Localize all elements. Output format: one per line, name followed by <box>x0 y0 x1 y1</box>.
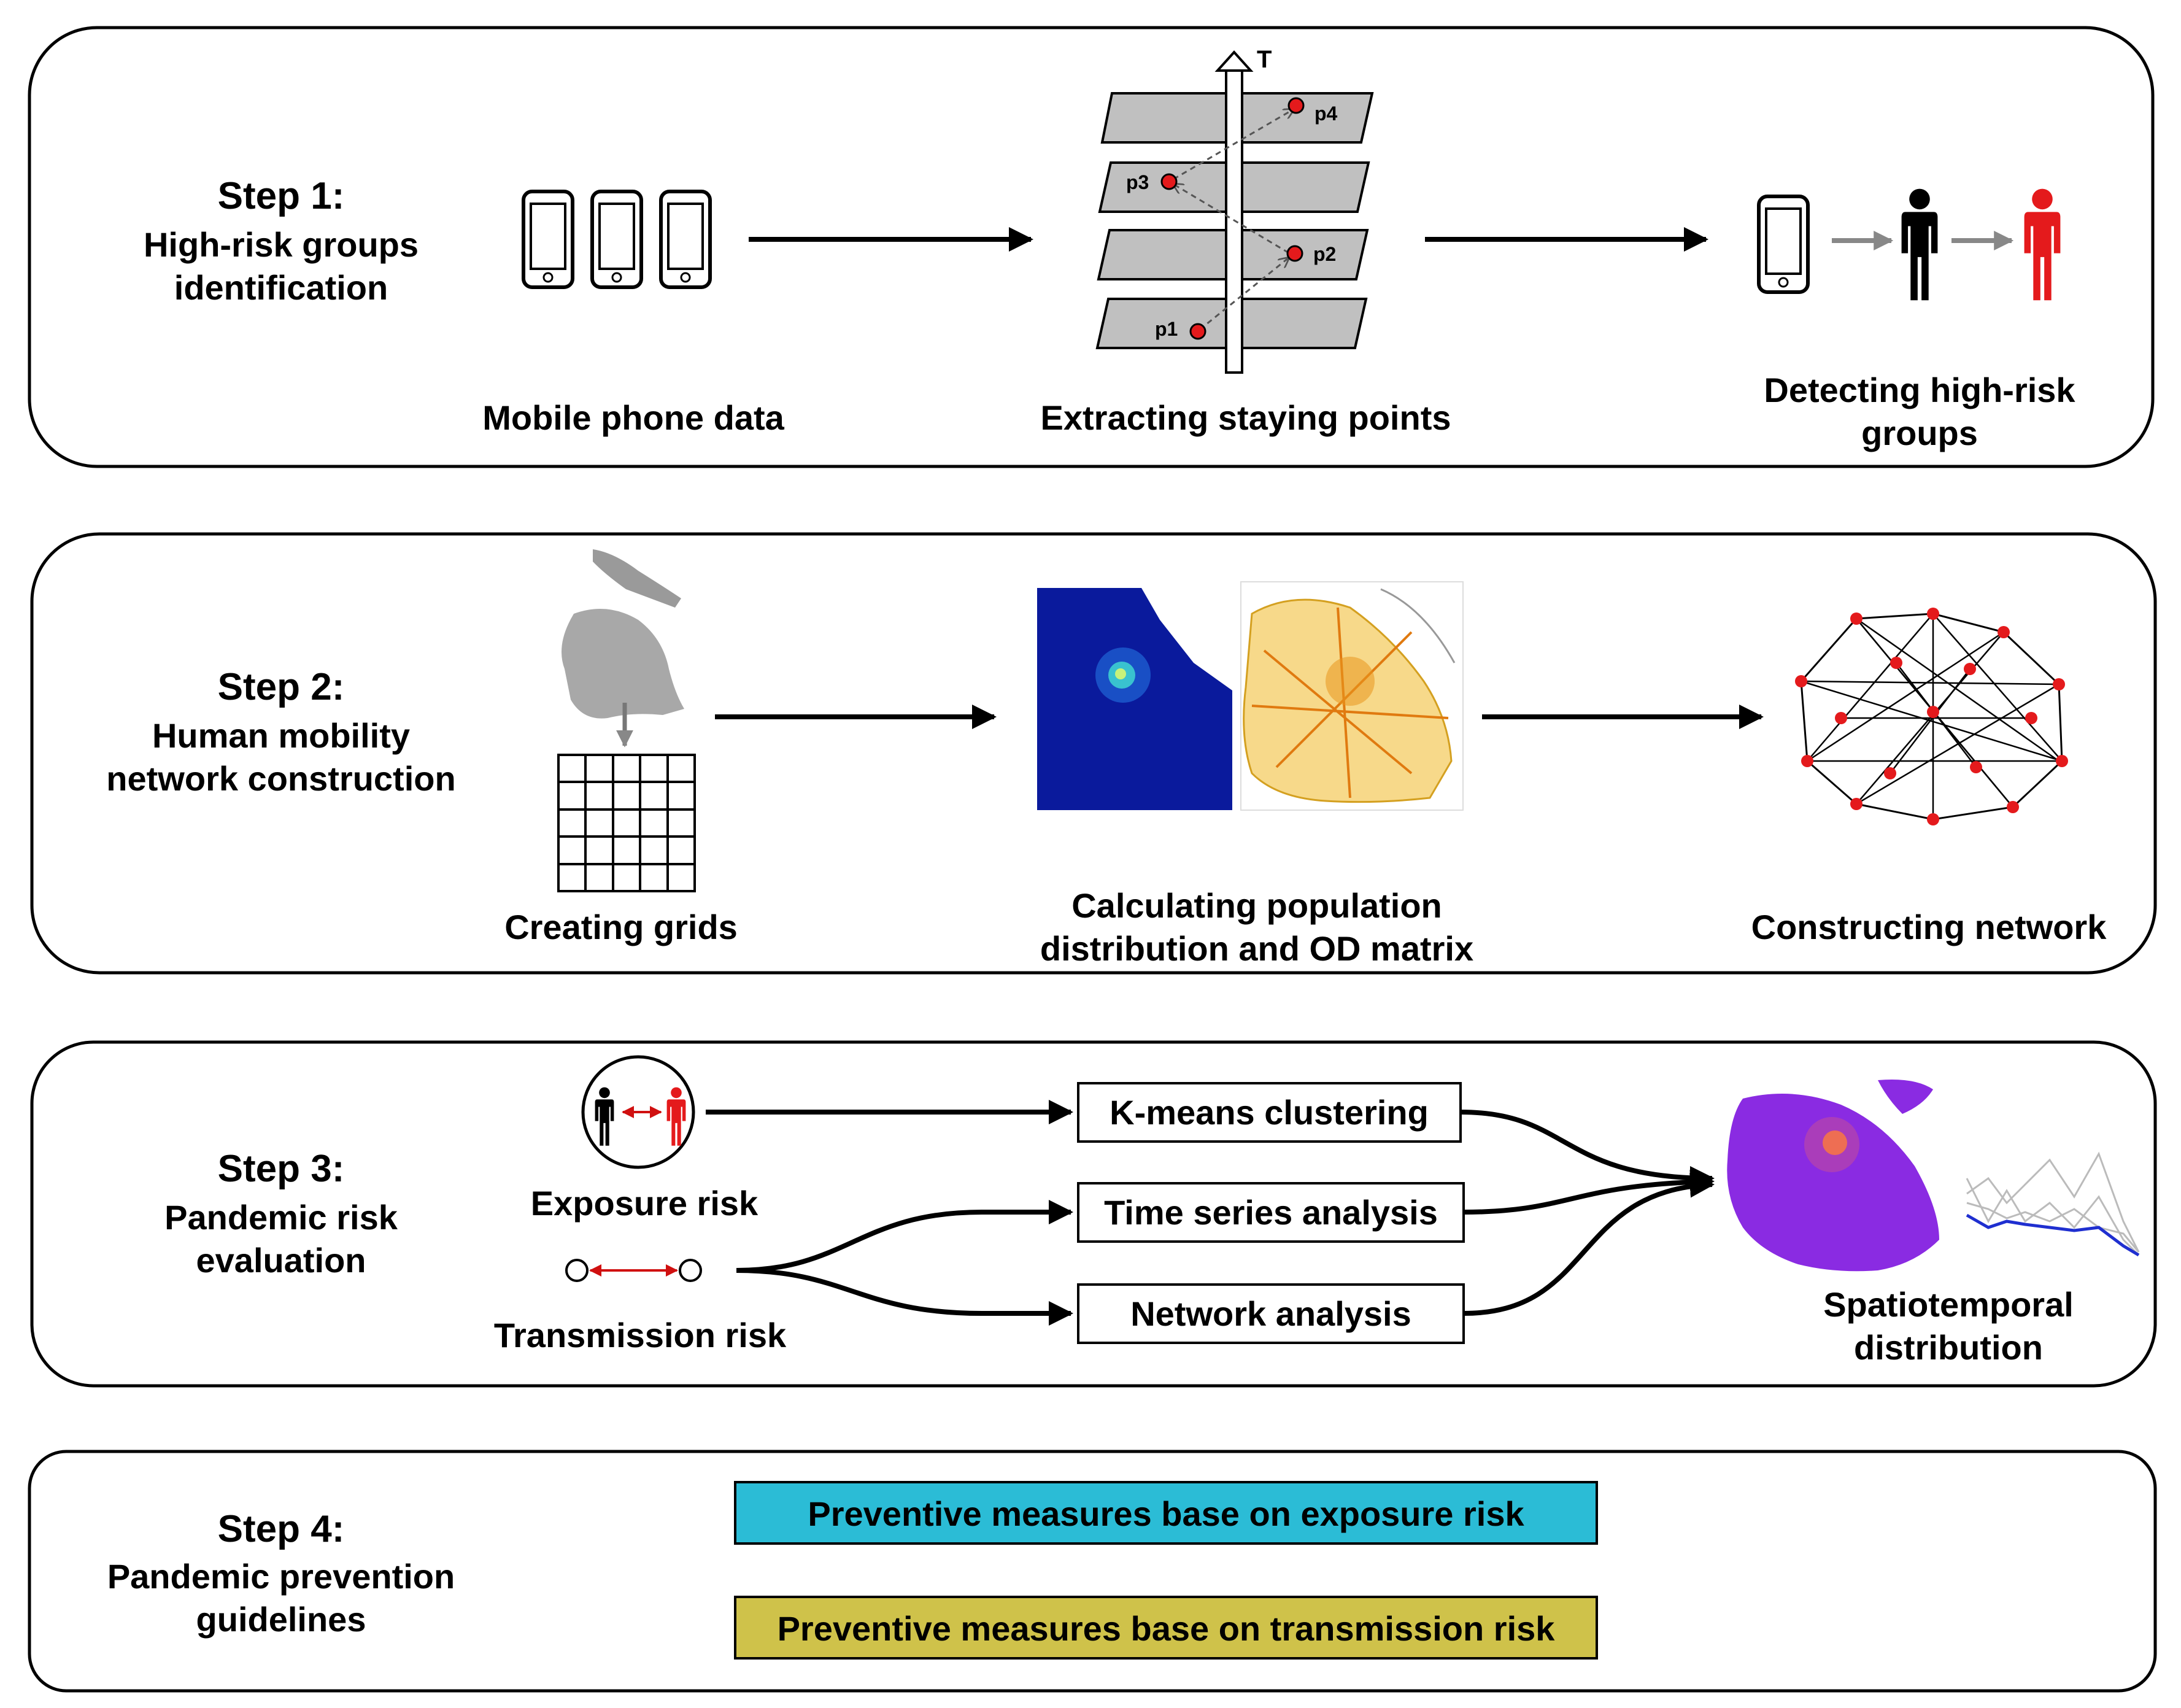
step2-subtitle-line1: Human mobility <box>152 716 410 755</box>
step3-panel: Step 3: Pandemic risk evaluation Exposur… <box>30 1040 2157 1388</box>
step4-panel: Step 4: Pandemic prevention guidelines P… <box>28 1450 2157 1693</box>
step1-title: Step 1: <box>218 175 345 217</box>
calculating-line1: Calculating population <box>1071 886 1442 925</box>
time-series-box <box>1077 1182 1465 1243</box>
point-p2-label: p2 <box>1313 243 1336 265</box>
constructing-network-label: Constructing network <box>1751 908 2107 946</box>
calculating-line2: distribution and OD matrix <box>1040 929 1473 968</box>
spatiotemporal-line1: Spatiotemporal <box>1823 1285 2074 1324</box>
step3-subtitle-line2: evaluation <box>196 1241 366 1280</box>
step3-title: Step 3: <box>218 1148 345 1190</box>
step4-subtitle-line1: Pandemic prevention <box>107 1557 455 1596</box>
network-graph <box>1795 608 2068 825</box>
spatiotemporal-timeseries <box>1964 1123 2142 1258</box>
mobile-phones-icon <box>523 191 710 287</box>
step2-subtitle-line2: network construction <box>106 759 455 798</box>
step1-subtitle-line2: identification <box>174 268 388 307</box>
detecting-groups-line2: groups <box>1861 414 1978 452</box>
kmeans-label: K-means clustering <box>1110 1093 1429 1132</box>
spatiotemporal-line2: distribution <box>1854 1328 2043 1367</box>
creating-grids-label: Creating grids <box>504 908 738 946</box>
kmeans-box <box>1077 1082 1462 1143</box>
od-matrix-map <box>1240 581 1464 811</box>
exposure-risk-icon <box>581 1055 695 1169</box>
spatiotemporal-map <box>1727 1080 1939 1272</box>
exposure-measures-box <box>734 1481 1598 1545</box>
city-map-icon <box>562 549 684 719</box>
network-analysis-label: Network analysis <box>1130 1294 1411 1333</box>
step1-subtitle-line1: High-risk groups <box>144 225 419 264</box>
detecting-groups-line1: Detecting high-risk <box>1764 371 2075 409</box>
transmission-risk-icon <box>565 1259 702 1282</box>
step4-subtitle-line2: guidelines <box>196 1600 366 1639</box>
grid-icon <box>557 754 696 892</box>
point-p4-label: p4 <box>1314 102 1338 125</box>
transmission-measures-box <box>734 1596 1598 1660</box>
step3-connectors <box>706 1100 1715 1326</box>
time-series-label: Time series analysis <box>1104 1193 1438 1232</box>
mobile-phone-data-label: Mobile phone data <box>482 398 784 437</box>
step3-subtitle-line1: Pandemic risk <box>164 1198 398 1237</box>
single-phone-icon <box>1759 196 1808 292</box>
transmission-measures-label: Preventive measures base on transmission… <box>778 1609 1556 1648</box>
step2-title: Step 2: <box>218 666 345 708</box>
step1-panel: Step 1: High-risk groups identification … <box>28 26 2155 468</box>
step4-title: Step 4: <box>218 1508 345 1550</box>
staying-points-diagram: T p1 p2 p3 p4 <box>1095 46 1374 374</box>
red-person-icon <box>2024 188 2061 301</box>
black-person-icon <box>1901 188 1938 301</box>
exposure-measures-label: Preventive measures base on exposure ris… <box>808 1494 1524 1533</box>
step2-panel: Step 2: Human mobility network construct… <box>30 532 2157 975</box>
time-axis-label: T <box>1257 46 1272 73</box>
network-analysis-box <box>1077 1283 1465 1344</box>
transmission-risk-label: Transmission risk <box>494 1316 787 1354</box>
extracting-staying-points-label: Extracting staying points <box>1041 398 1451 437</box>
point-p1-label: p1 <box>1155 318 1178 340</box>
population-heatmap <box>1037 588 1232 810</box>
point-p3-label: p3 <box>1126 171 1149 193</box>
exposure-risk-label: Exposure risk <box>531 1184 759 1223</box>
